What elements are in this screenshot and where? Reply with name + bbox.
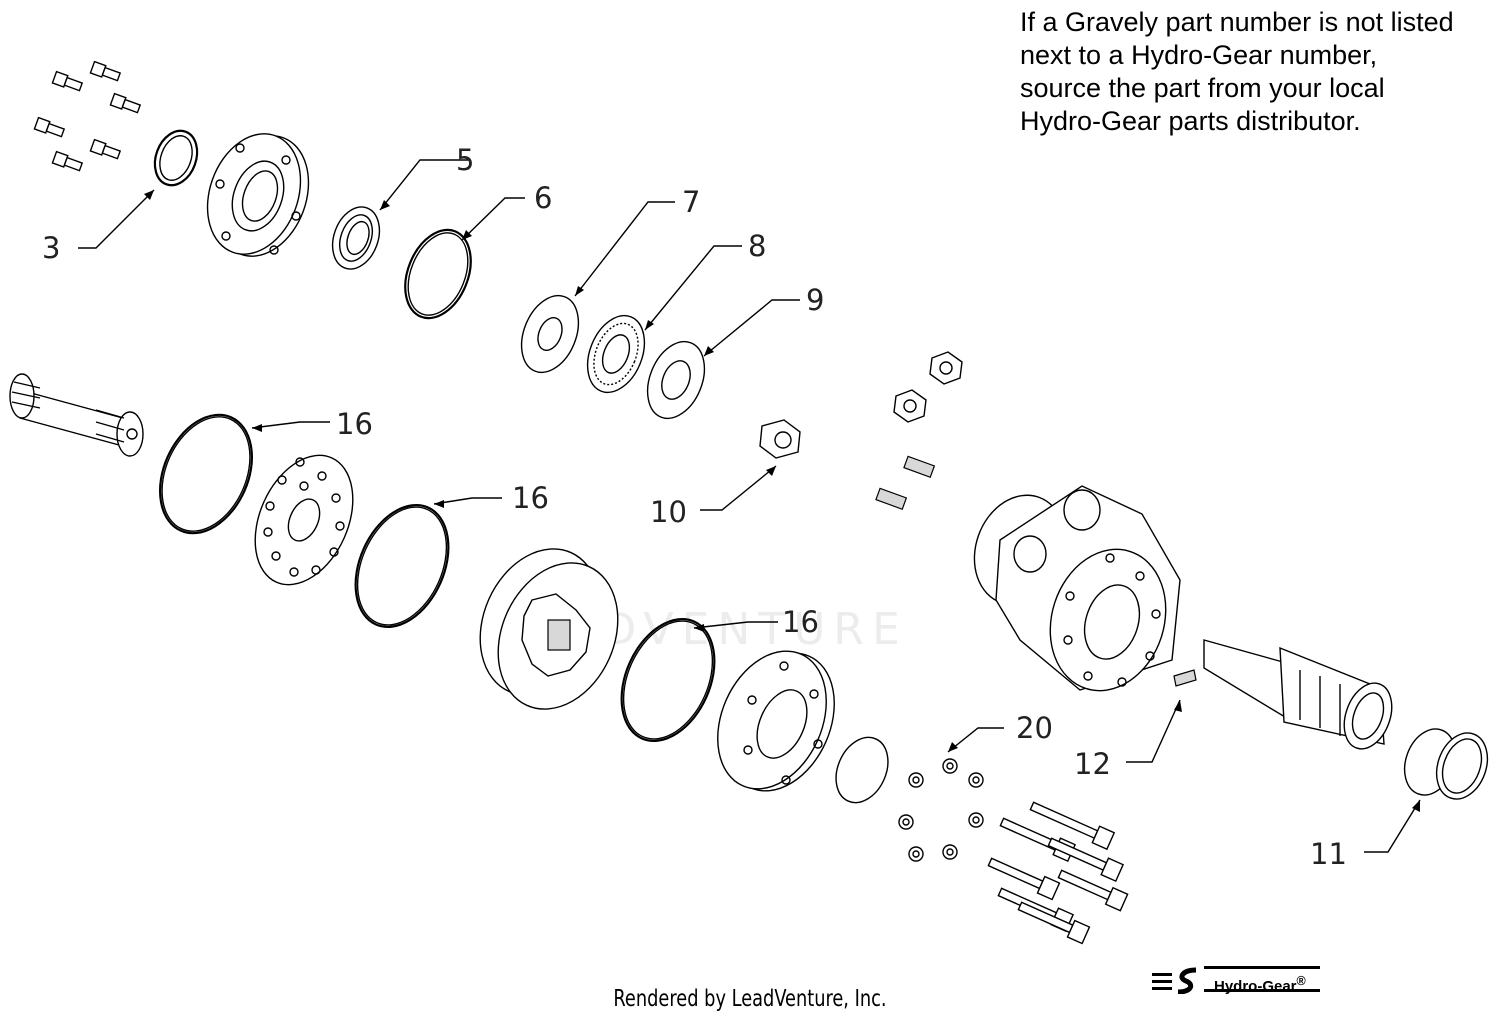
part-12-woodruff-key[interactable] xyxy=(1173,669,1197,687)
callout-12: 12 xyxy=(1074,747,1111,781)
valve-plate[interactable] xyxy=(236,440,372,600)
note-line-2: next to a Hydro-Gear number, xyxy=(1020,40,1378,70)
part-16-o-ring-a[interactable] xyxy=(142,400,269,547)
part-8-thrust-bearing[interactable] xyxy=(577,307,655,401)
callout-10: 10 xyxy=(650,495,687,529)
motor-housing[interactable] xyxy=(960,482,1184,705)
part-5-shaft-seal[interactable] xyxy=(324,200,387,275)
plug-disc[interactable] xyxy=(826,729,898,811)
drive-shaft[interactable] xyxy=(1203,639,1400,755)
part-6-retaining-ring[interactable] xyxy=(393,220,483,328)
callout-16-b: 16 xyxy=(512,481,549,515)
part-9-thrust-washer[interactable] xyxy=(637,333,715,427)
part-16-o-ring-b[interactable] xyxy=(338,490,467,641)
sourcing-note: If a Gravely part number is not listed n… xyxy=(1020,6,1495,138)
part-20-washers[interactable] xyxy=(898,758,984,862)
hex-plugs[interactable] xyxy=(893,351,963,423)
note-line-4: Hydro-Gear parts distributor. xyxy=(1020,106,1361,136)
note-line-3: source the part from your local xyxy=(1020,73,1385,103)
callout-3: 3 xyxy=(42,231,60,265)
callout-6: 6 xyxy=(534,181,552,215)
callout-9: 9 xyxy=(806,283,824,317)
flange-plate[interactable] xyxy=(191,121,324,270)
callout-20: 20 xyxy=(1016,711,1053,745)
callout-16-a: 16 xyxy=(336,407,373,441)
splined-output-shaft[interactable] xyxy=(9,373,144,457)
leader-lines xyxy=(78,159,1421,853)
part-11-needle-bearing[interactable] xyxy=(1396,722,1496,806)
hydro-gear-logo-mark xyxy=(1152,966,1320,994)
end-cap-plate[interactable] xyxy=(697,634,855,808)
note-line-1: If a Gravely part number is not listed xyxy=(1020,7,1454,37)
part-16-o-ring-c[interactable] xyxy=(604,604,733,755)
check-valves[interactable] xyxy=(875,455,936,510)
callout-11: 11 xyxy=(1310,837,1347,871)
callout-5: 5 xyxy=(456,143,474,177)
long-bolts[interactable] xyxy=(986,798,1129,945)
hydro-gear-logo-text: Hydro-Gear® xyxy=(1214,974,1306,995)
part-3-seal-ring[interactable] xyxy=(148,125,205,191)
callout-8: 8 xyxy=(748,229,766,263)
gerotor-set[interactable] xyxy=(458,530,640,728)
callout-16-c: 16 xyxy=(782,605,819,639)
part-10-hex-nut[interactable] xyxy=(759,419,801,459)
part-7-thrust-washer[interactable] xyxy=(511,287,589,381)
bolt-group-top[interactable] xyxy=(33,60,142,173)
callout-7: 7 xyxy=(682,185,700,219)
rendered-by-footer: Rendered by LeadVenture, Inc. xyxy=(613,986,887,1012)
